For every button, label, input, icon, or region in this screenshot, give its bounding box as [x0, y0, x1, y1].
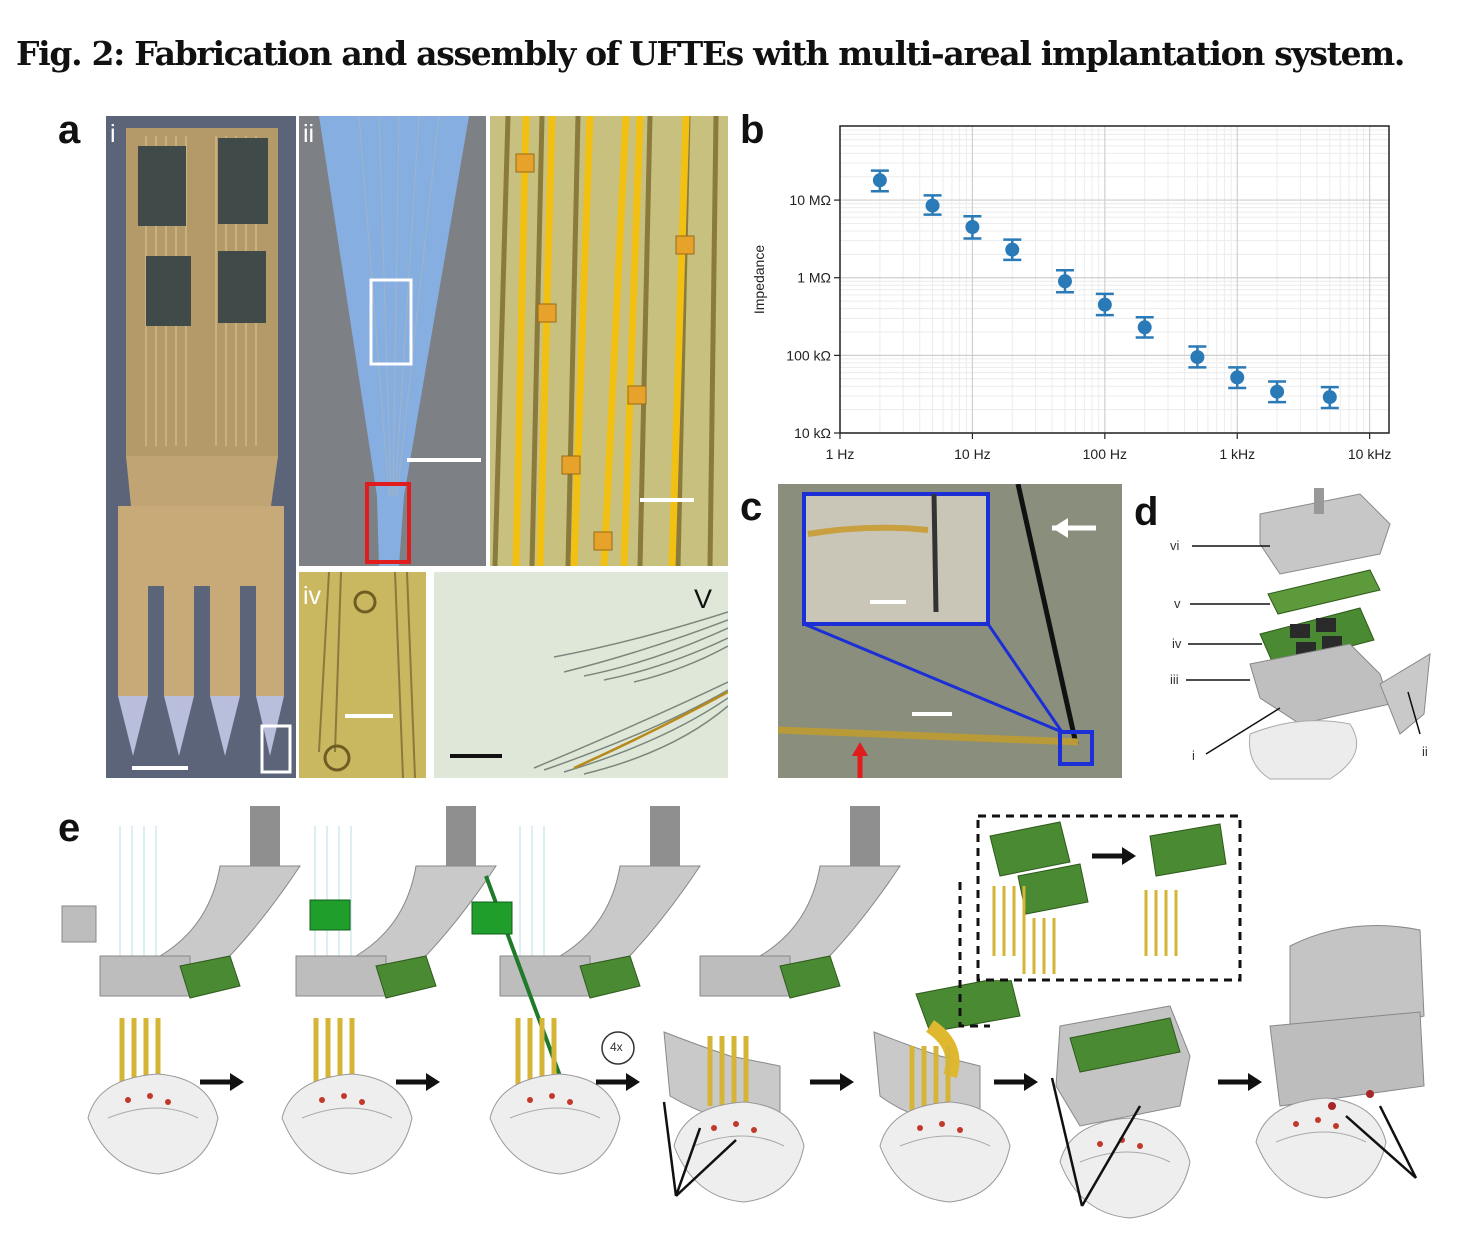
panel-e-assembly-sequence	[61, 806, 1425, 1219]
y-tick-label: 100 kΩ	[786, 347, 831, 363]
panel-label-b: b	[740, 108, 765, 152]
panel-c-image	[778, 484, 1122, 778]
panel-a-sublabel-ii: ii	[303, 120, 315, 148]
y-tick-label: 10 MΩ	[789, 192, 831, 208]
panel-d-exploded-view	[1186, 488, 1431, 780]
y-tick-label: 1 MΩ	[797, 270, 831, 286]
data-point	[925, 198, 940, 213]
plot-frame	[839, 125, 1390, 434]
d-label-iv: iv	[1172, 636, 1182, 651]
panel-label-a: a	[58, 108, 81, 152]
panel-d-labels: vi v iv iii i ii	[1150, 484, 1460, 784]
d-label-v: v	[1174, 596, 1181, 611]
panel-label-e: e	[58, 806, 81, 850]
data-point	[1097, 297, 1112, 312]
d-label-i: i	[1192, 748, 1195, 763]
panel-a-sublabel-i: i	[110, 120, 116, 148]
x-tick-label: 1 Hz	[826, 446, 855, 462]
x-tick-label: 100 Hz	[1083, 446, 1127, 462]
panel-a-iii-image	[490, 116, 728, 566]
panel-a-iv-image	[299, 572, 426, 778]
rotation-label: 4x	[610, 1040, 623, 1054]
panel-label-d: d	[1134, 490, 1159, 534]
panel-a-ii-image	[299, 116, 486, 566]
data-point	[1137, 320, 1152, 335]
x-tick-label: 1 kHz	[1219, 446, 1255, 462]
data-point	[1005, 242, 1020, 257]
data-point	[965, 220, 980, 235]
data-point	[1322, 390, 1337, 405]
panel-a-i-image	[106, 116, 296, 778]
data-point	[872, 173, 887, 188]
data-point	[1230, 370, 1245, 385]
figure-title: Fig. 2: Fabrication and assembly of UFTE…	[16, 34, 1405, 73]
panel-a-sublabel-iv: iv	[303, 582, 322, 610]
d-label-vi: vi	[1170, 538, 1180, 553]
impedance-chart: 1 Hz 10 Hz 100 Hz 1 kHz 10 kHz 10 kΩ 100 kΩ 1 M…	[751, 125, 1392, 462]
panel-a-sublabel-v: V	[694, 584, 713, 614]
data-point	[1057, 274, 1072, 289]
x-tick-label: 10 Hz	[954, 446, 991, 462]
panel-label-c: c	[740, 485, 763, 529]
y-tick-label: 10 kΩ	[794, 425, 831, 441]
data-point	[1270, 384, 1285, 399]
x-tick-label: 10 kHz	[1348, 446, 1392, 462]
d-label-iii: iii	[1170, 672, 1179, 687]
panel-a-v-image	[434, 572, 728, 778]
d-label-ii: ii	[1422, 744, 1428, 759]
y-axis-label: Impedance	[751, 245, 767, 314]
data-point	[1190, 350, 1205, 365]
